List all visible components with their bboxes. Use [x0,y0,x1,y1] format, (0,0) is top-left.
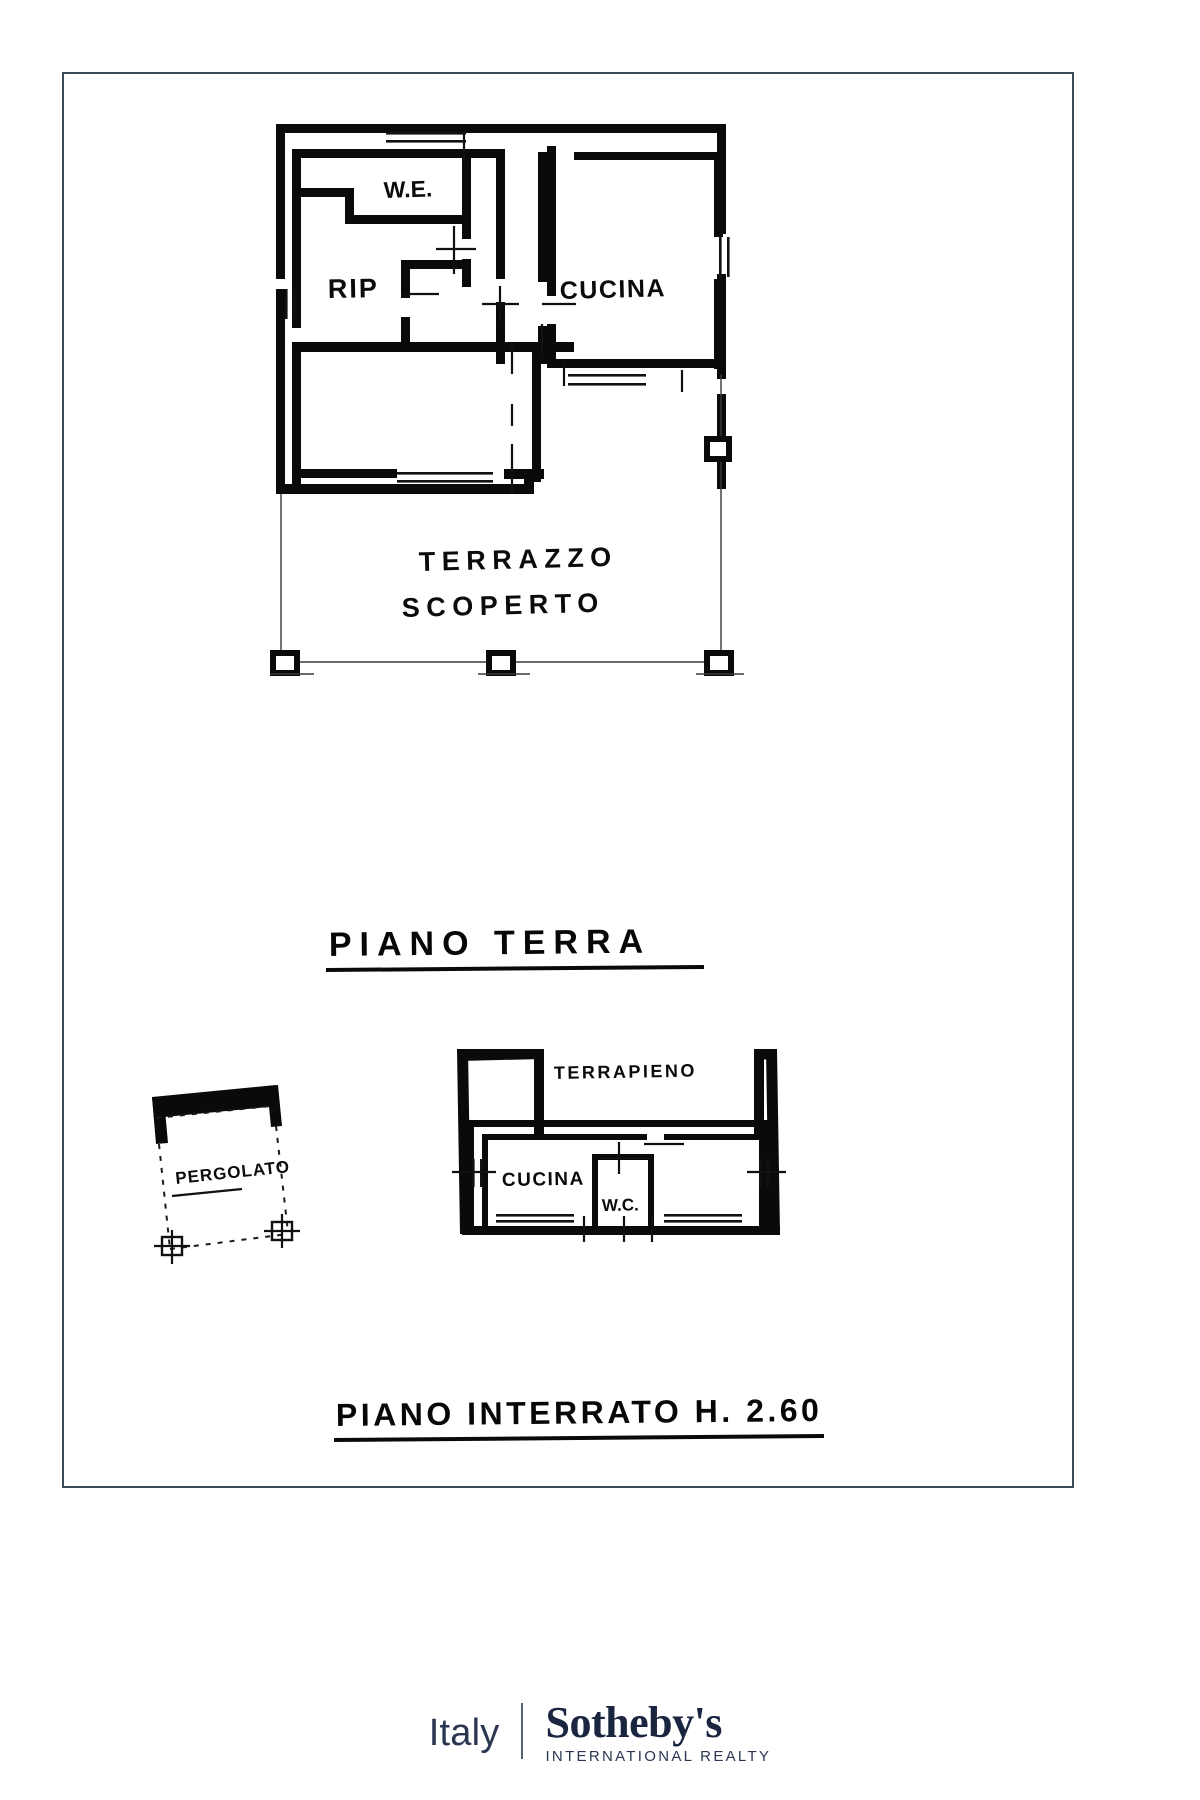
gf-window-openings [285,132,730,483]
gf-wc-rip-walls [292,149,574,352]
label-terrazzo-line1: TERRAZZO [418,542,618,577]
gf-living-walls [276,309,544,494]
label-terrapieno: TERRAPIENO [554,1061,697,1083]
ground-floor-plan: W.E. RIP CUCINA TERRAZZO SCOPERTO [270,124,744,676]
label-gf-wc: W.E. [383,175,432,203]
floor-plan-drawing: W.E. RIP CUCINA TERRAZZO SCOPERTO PIANO … [152,124,825,1442]
pergola-post [154,1230,190,1264]
label-bs-wc: W.C. [602,1195,639,1215]
logo-brand-subtitle: INTERNATIONAL REALTY [545,1748,772,1766]
pergola-plan: PERGOLATO [152,1085,300,1264]
title-piano-terra: PIANO TERRA [329,923,652,964]
terrace-pillar [486,650,516,676]
basement-title-group: PIANO INTERRATO H. 2.60 [333,1392,825,1442]
label-gf-cucina: CUCINA [559,274,666,305]
label-gf-rip: RIP [328,273,380,304]
terrace-pillar [704,436,732,462]
gf-corridor-walls [496,149,547,364]
gf-section-ticks [404,132,684,494]
label-terrazzo-line2: SCOPERTO [401,588,605,623]
logo-brand-name: Sotheby's [545,1697,722,1747]
plan-sheet: W.E. RIP CUCINA TERRAZZO SCOPERTO PIANO … [62,72,1074,1488]
gf-cucina-walls [547,146,723,369]
basement-plan: TERRAPIENO CUCINA W.C. [452,1049,786,1242]
pergola-post [264,1214,300,1248]
label-bs-cucina: CUCINA [502,1169,585,1191]
logo-region-label: Italy [428,1711,500,1754]
terrace-pillar [704,650,734,676]
ground-floor-title-group: PIANO TERRA [325,923,705,972]
title-piano-interrato: PIANO INTERRATO H. 2.60 [336,1392,823,1433]
sothebys-logo: Italy Sotheby's INTERNATIONAL REALTY [0,1678,1200,1788]
bs-section-ticks [452,1142,786,1242]
gf-terrace [270,374,744,676]
terrace-pillar [270,650,300,676]
label-pergolato: PERGOLATO [174,1157,290,1188]
logo-divider [521,1702,524,1760]
